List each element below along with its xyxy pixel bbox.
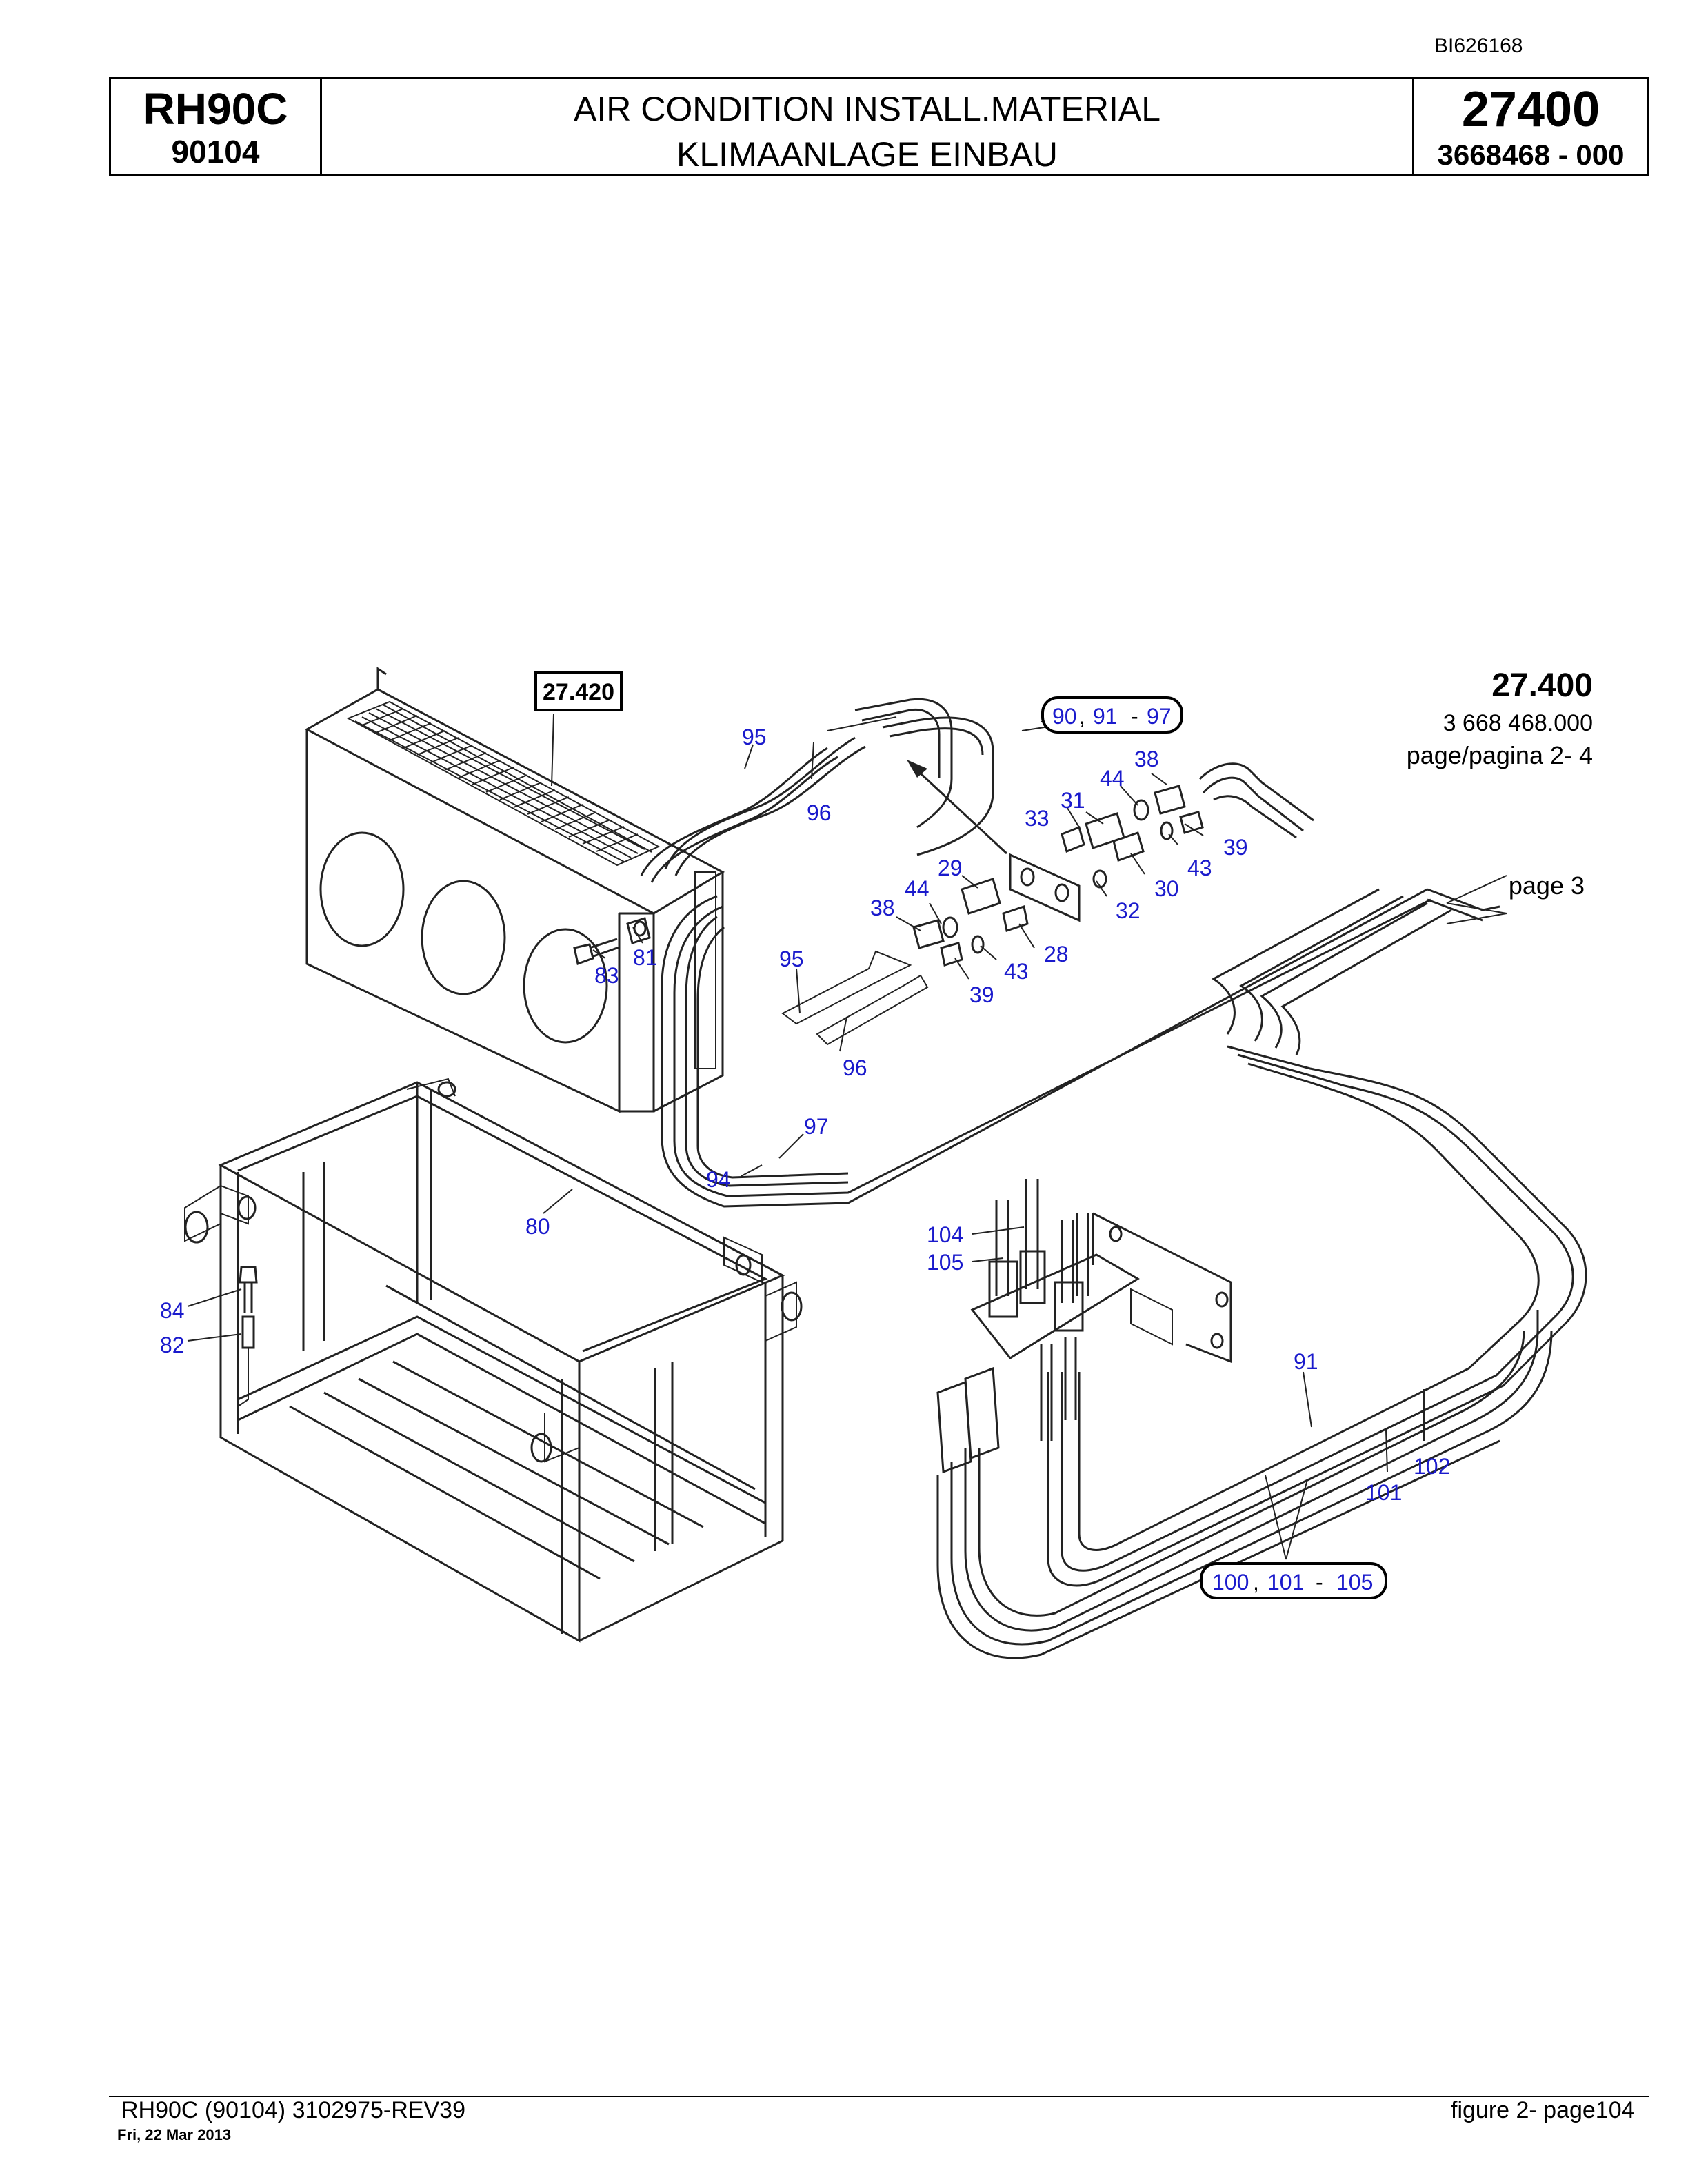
section-number: 27400 — [1461, 82, 1600, 137]
callout-101: 101 — [1365, 1480, 1402, 1505]
group-bottom-c: 105 — [1336, 1570, 1373, 1595]
bulkhead-plate — [936, 1179, 1232, 1474]
condenser-grille — [346, 700, 661, 867]
title-cell: AIR CONDITION INSTALL.MATERIAL KLIMAANLA… — [322, 79, 1414, 174]
refrigerant-pipes — [661, 888, 1587, 1659]
callout-96-lower: 96 — [843, 1055, 867, 1080]
callout-43-upper: 43 — [1187, 856, 1212, 880]
footer-page-reference: figure 2- page104 — [1451, 2097, 1635, 2123]
condenser-bracket — [694, 871, 716, 1069]
reference-page: page/pagina 2- 4 — [1407, 741, 1593, 769]
document-id: BI626168 — [1434, 34, 1523, 57]
callout-39-lower: 39 — [969, 982, 994, 1007]
group-bottom-sep: , — [1253, 1570, 1259, 1595]
model-cell: RH90C 90104 — [111, 79, 322, 174]
callout-96-upper: 96 — [807, 800, 832, 825]
group-top-c: 97 — [1147, 704, 1172, 729]
model-name: RH90C — [143, 84, 288, 134]
group-reference-bottom — [1200, 1562, 1387, 1599]
continuation-page-label: page 3 — [1509, 871, 1585, 900]
callout-97: 97 — [804, 1114, 829, 1139]
group-bottom-b: 101 — [1267, 1570, 1304, 1595]
title-english: AIR CONDITION INSTALL.MATERIAL — [573, 90, 1161, 128]
title-german: KLIMAANLAGE EINBAU — [676, 135, 1058, 174]
callout-leaders — [187, 713, 1507, 1560]
callout-82: 82 — [160, 1333, 185, 1357]
callout-44-upper: 44 — [1100, 766, 1125, 791]
condenser-unit — [304, 667, 725, 1113]
group-top-a: 90 — [1052, 704, 1077, 729]
callout-33: 33 — [1025, 806, 1049, 831]
group-top-b: 91 — [1093, 704, 1118, 729]
reference-part-number: 3 668 468.000 — [1443, 710, 1593, 736]
reference-title: 27.400 — [1491, 667, 1593, 704]
callout-91: 91 — [1294, 1349, 1318, 1374]
reference-box — [534, 671, 623, 711]
callout-105: 105 — [927, 1250, 963, 1275]
callout-31: 31 — [1061, 788, 1085, 813]
group-bottom-a: 100 — [1212, 1570, 1249, 1595]
callout-81: 81 — [633, 945, 658, 970]
callout-94: 94 — [706, 1167, 731, 1192]
callout-30: 30 — [1154, 876, 1179, 901]
section-cell: 27400 3668468 - 000 — [1414, 79, 1647, 174]
group-reference-top — [1041, 696, 1183, 734]
mounting-frame — [184, 1078, 803, 1643]
callout-38-upper: 38 — [1134, 747, 1159, 771]
footer-document-reference: RH90C (90104) 3102975-REV39 — [121, 2097, 465, 2123]
callout-39-upper: 39 — [1223, 835, 1248, 860]
callout-29: 29 — [938, 856, 963, 880]
footer-date: Fri, 22 Mar 2013 — [117, 2126, 232, 2143]
callout-104: 104 — [927, 1222, 963, 1247]
callout-80: 80 — [525, 1214, 550, 1239]
group-bottom-dash: - — [1316, 1570, 1323, 1595]
callout-44-lower: 44 — [905, 876, 930, 901]
model-code: 90104 — [171, 134, 260, 170]
callout-32: 32 — [1116, 898, 1141, 923]
callout-83: 83 — [594, 963, 619, 988]
footer-rule — [109, 2096, 1649, 2097]
callout-95-lower: 95 — [779, 947, 804, 971]
title-block: RH90C 90104 AIR CONDITION INSTALL.MATERI… — [109, 77, 1649, 176]
fittings-cluster — [781, 760, 1314, 1046]
callout-28: 28 — [1044, 942, 1069, 967]
bolt-and-spacer — [237, 1266, 258, 1407]
callout-84: 84 — [160, 1298, 185, 1323]
callout-102: 102 — [1414, 1454, 1450, 1479]
callout-numbers: 95 96 44 38 31 33 39 43 30 32 29 44 38 2… — [160, 725, 1450, 1505]
callout-43-lower: 43 — [1004, 959, 1029, 984]
callout-95-upper: 95 — [742, 725, 767, 749]
condenser-fans — [319, 831, 608, 1044]
group-top-sep: , — [1079, 704, 1085, 729]
callout-38-lower: 38 — [870, 896, 895, 920]
reference-box-label: 27.420 — [543, 679, 614, 705]
section-part-number: 3668468 - 000 — [1437, 139, 1625, 171]
suction-discharge-hoses — [640, 698, 994, 883]
group-top-dash: - — [1131, 704, 1138, 729]
